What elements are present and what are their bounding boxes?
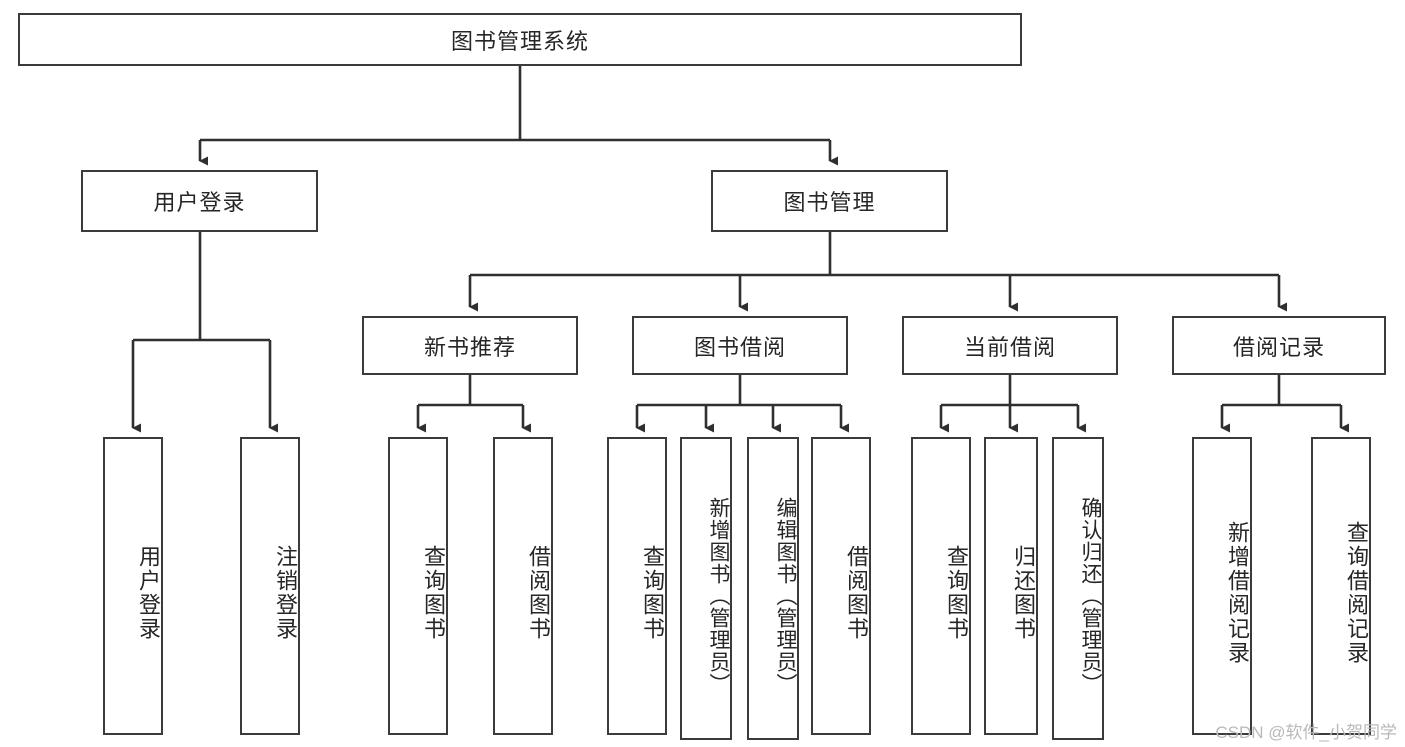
leaf-borrow-borrow-book[interactable]: 借阅图书 — [811, 437, 871, 735]
node-borrow-record[interactable]: 借阅记录 — [1172, 316, 1386, 375]
leaf-current-return-book[interactable]: 归还图书 — [984, 437, 1038, 735]
node-user-login[interactable]: 用户登录 — [81, 170, 318, 232]
node-label: 图书借阅 — [693, 334, 786, 360]
node-label: 借阅图书 — [844, 545, 869, 641]
node-label: 图书管理系统 — [450, 28, 589, 54]
leaf-record-query-record[interactable]: 查询借阅记录 — [1311, 437, 1371, 735]
node-label: 新增借阅记录 — [1225, 521, 1250, 665]
node-label: 借阅记录 — [1232, 334, 1325, 360]
node-label: 归还图书 — [1011, 545, 1036, 641]
leaf-borrow-query-book[interactable]: 查询图书 — [607, 437, 667, 735]
node-label: 确认归还（管理员） — [1079, 496, 1102, 695]
node-new-book-recommend[interactable]: 新书推荐 — [362, 316, 578, 375]
node-label: 新书推荐 — [423, 334, 516, 360]
node-label: 注销登录 — [273, 545, 298, 641]
leaf-borrow-add-book-admin[interactable]: 新增图书（管理员） — [680, 437, 732, 740]
leaf-recommend-borrow-book[interactable]: 借阅图书 — [493, 437, 553, 735]
leaf-current-query-book[interactable]: 查询图书 — [911, 437, 971, 735]
leaf-user-login-login[interactable]: 用户登录 — [103, 437, 163, 735]
node-book-borrow[interactable]: 图书借阅 — [632, 316, 848, 375]
node-root-system[interactable]: 图书管理系统 — [18, 13, 1022, 66]
node-current-borrow[interactable]: 当前借阅 — [902, 316, 1118, 375]
node-label: 用户登录 — [136, 545, 161, 641]
leaf-record-add-record[interactable]: 新增借阅记录 — [1192, 437, 1252, 735]
node-label: 查询图书 — [944, 545, 969, 641]
node-book-management[interactable]: 图书管理 — [711, 170, 948, 232]
node-label: 新增图书（管理员） — [707, 496, 730, 695]
node-label: 用户登录 — [153, 190, 246, 215]
node-label: 图书管理 — [783, 190, 876, 215]
leaf-current-confirm-return-admin[interactable]: 确认归还（管理员） — [1052, 437, 1104, 740]
node-label: 当前借阅 — [963, 334, 1056, 360]
node-label: 查询借阅记录 — [1344, 521, 1369, 665]
node-label: 查询图书 — [421, 545, 446, 641]
node-label: 编辑图书（管理员） — [774, 496, 797, 695]
leaf-borrow-edit-book-admin[interactable]: 编辑图书（管理员） — [747, 437, 799, 740]
node-label: 借阅图书 — [526, 545, 551, 641]
leaf-user-login-logout[interactable]: 注销登录 — [240, 437, 300, 735]
node-label: 查询图书 — [640, 545, 665, 641]
leaf-recommend-query-book[interactable]: 查询图书 — [388, 437, 448, 735]
